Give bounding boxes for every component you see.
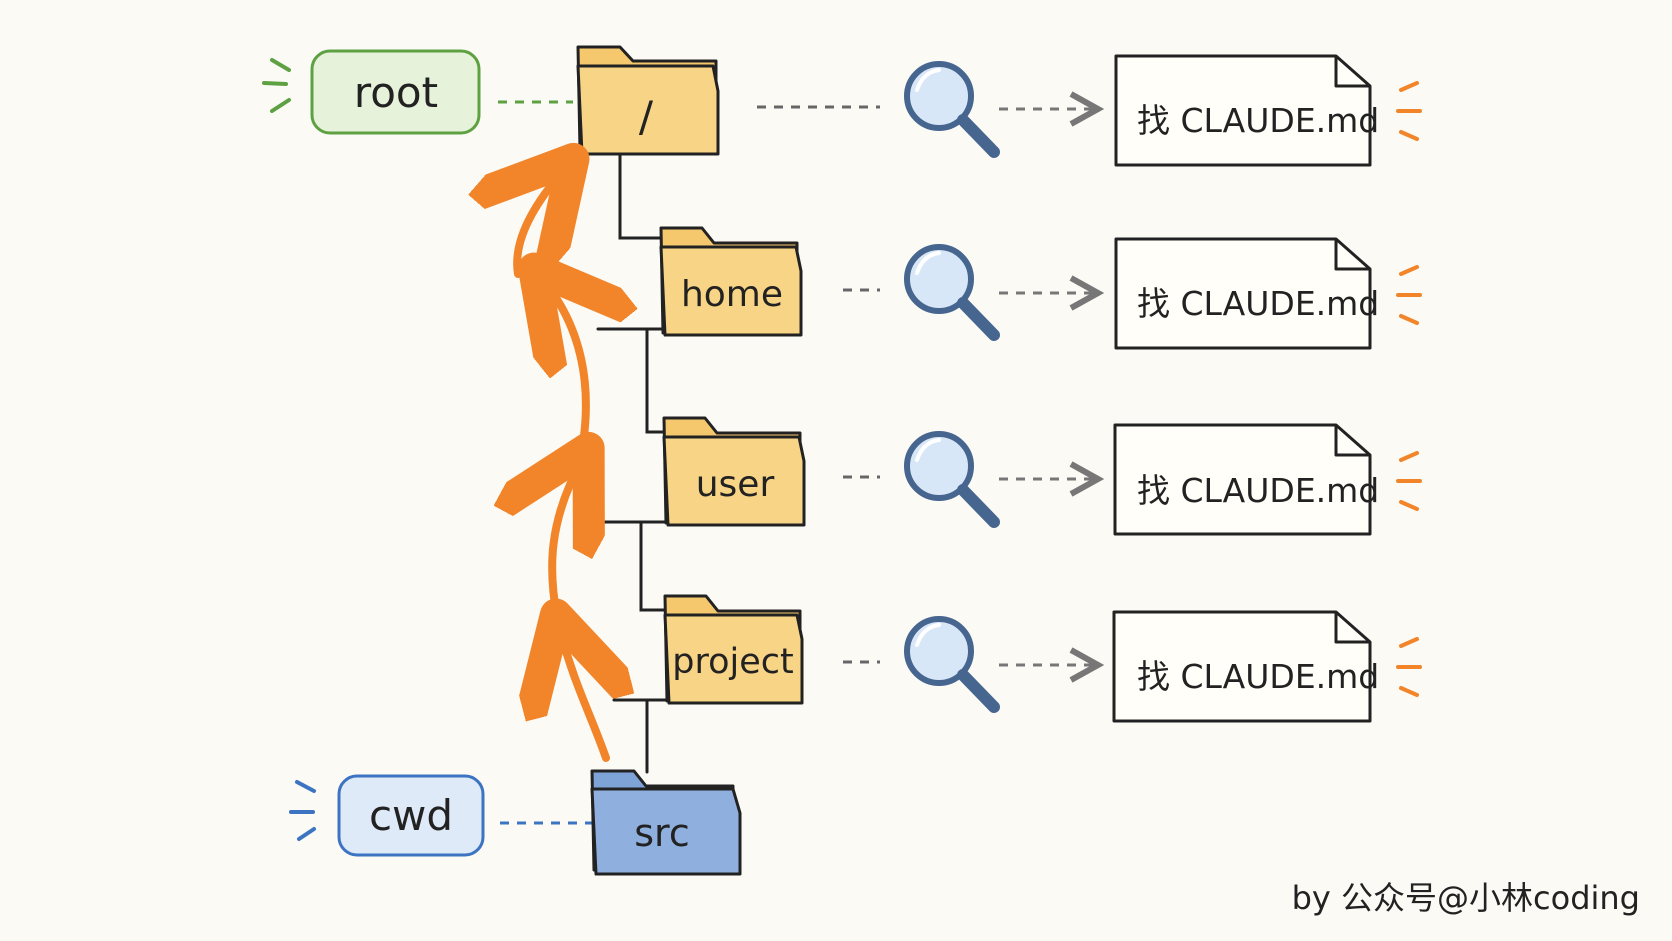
root-label: root <box>354 68 438 117</box>
cwd-badge: cwd <box>337 774 485 857</box>
note-card: 找 CLAUDE.md <box>1114 54 1379 167</box>
note-card: 找 CLAUDE.md <box>1114 237 1379 350</box>
note-spark-icon <box>1396 637 1422 697</box>
folder-home-label: home <box>681 274 783 315</box>
credit-text: by 公众号@小林coding <box>1292 879 1640 917</box>
note-card: 找 CLAUDE.md <box>1112 610 1379 723</box>
note-text: 找 CLAUDE.md <box>1137 284 1379 323</box>
folder-project-label: project <box>672 642 793 682</box>
root-spark-icon <box>262 58 291 113</box>
note-spark-icon <box>1396 81 1422 141</box>
folder-project: project <box>663 594 804 705</box>
folder-user: user <box>662 416 806 527</box>
magnifier-icon <box>904 244 1000 341</box>
folder-home: home <box>659 226 803 337</box>
note-text: 找 CLAUDE.md <box>1137 657 1379 696</box>
magnifier-icon <box>904 61 1000 158</box>
note-text: 找 CLAUDE.md <box>1137 471 1379 510</box>
upward-traversal-arrows <box>517 171 606 762</box>
folder-src-label: src <box>634 811 689 855</box>
folder-src: src <box>590 769 742 876</box>
note-spark-icon <box>1396 451 1422 511</box>
magnifier-icon <box>904 616 1000 713</box>
cwd-spark-icon <box>289 780 316 841</box>
folder-user-label: user <box>696 464 775 505</box>
cwd-label: cwd <box>369 791 453 840</box>
folder-root: / <box>576 45 720 156</box>
root-badge: root <box>310 49 481 135</box>
tree-branches <box>583 154 670 774</box>
note-card: 找 CLAUDE.md <box>1113 423 1379 536</box>
note-text: 找 CLAUDE.md <box>1137 101 1379 140</box>
magnifier-icon <box>904 431 1000 528</box>
folder-root-label: / <box>639 92 654 141</box>
note-spark-icon <box>1396 265 1422 325</box>
